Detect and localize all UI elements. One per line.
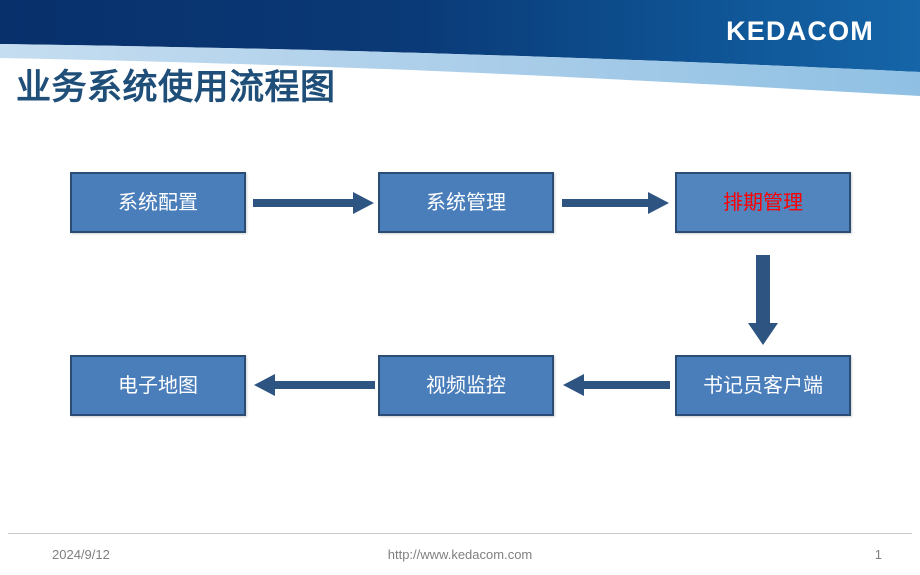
page-title: 业务系统使用流程图: [16, 68, 336, 108]
header-dark-band: [0, 0, 920, 72]
flow-node-label: 系统配置: [118, 190, 198, 215]
flow-node-label: 视频监控: [426, 373, 506, 398]
connector-arrow-video-to-map: [254, 374, 375, 396]
connector-arrow-manage-to-schedule: [562, 192, 669, 214]
flow-node-electronic-map[interactable]: 电子地图: [70, 355, 246, 416]
footer-url[interactable]: http://www.kedacom.com: [387, 547, 533, 562]
connector-arrow-schedule-to-clerk: [748, 255, 778, 345]
flow-node-clerk-client[interactable]: 书记员客户端: [675, 355, 851, 416]
flow-node-label: 电子地图: [118, 373, 198, 398]
flow-node-label: 系统管理: [426, 190, 506, 215]
header-banner-graphic: [0, 0, 920, 96]
footer-page-number: 1: [874, 547, 882, 562]
connector-arrow-config-to-manage: [253, 192, 374, 214]
flow-node-label: 排期管理: [723, 190, 803, 215]
footer-divider: [8, 533, 912, 534]
header-light-band: [0, 44, 920, 96]
brand-logo: KEDACOM: [726, 16, 874, 46]
connector-arrow-clerk-to-video: [563, 374, 670, 396]
footer-date: 2024/9/12: [52, 547, 110, 562]
flow-node-video-monitor[interactable]: 视频监控: [378, 355, 554, 416]
flow-node-system-manage[interactable]: 系统管理: [378, 172, 554, 233]
slide-footer: 2024/9/12 http://www.kedacom.com 1: [0, 533, 920, 575]
flow-node-label: 书记员客户端: [703, 373, 823, 398]
slide-header: KEDACOM 业务系统使用流程图: [0, 0, 920, 130]
flow-node-system-config[interactable]: 系统配置: [70, 172, 246, 233]
flow-node-schedule-manage[interactable]: 排期管理: [675, 172, 851, 233]
